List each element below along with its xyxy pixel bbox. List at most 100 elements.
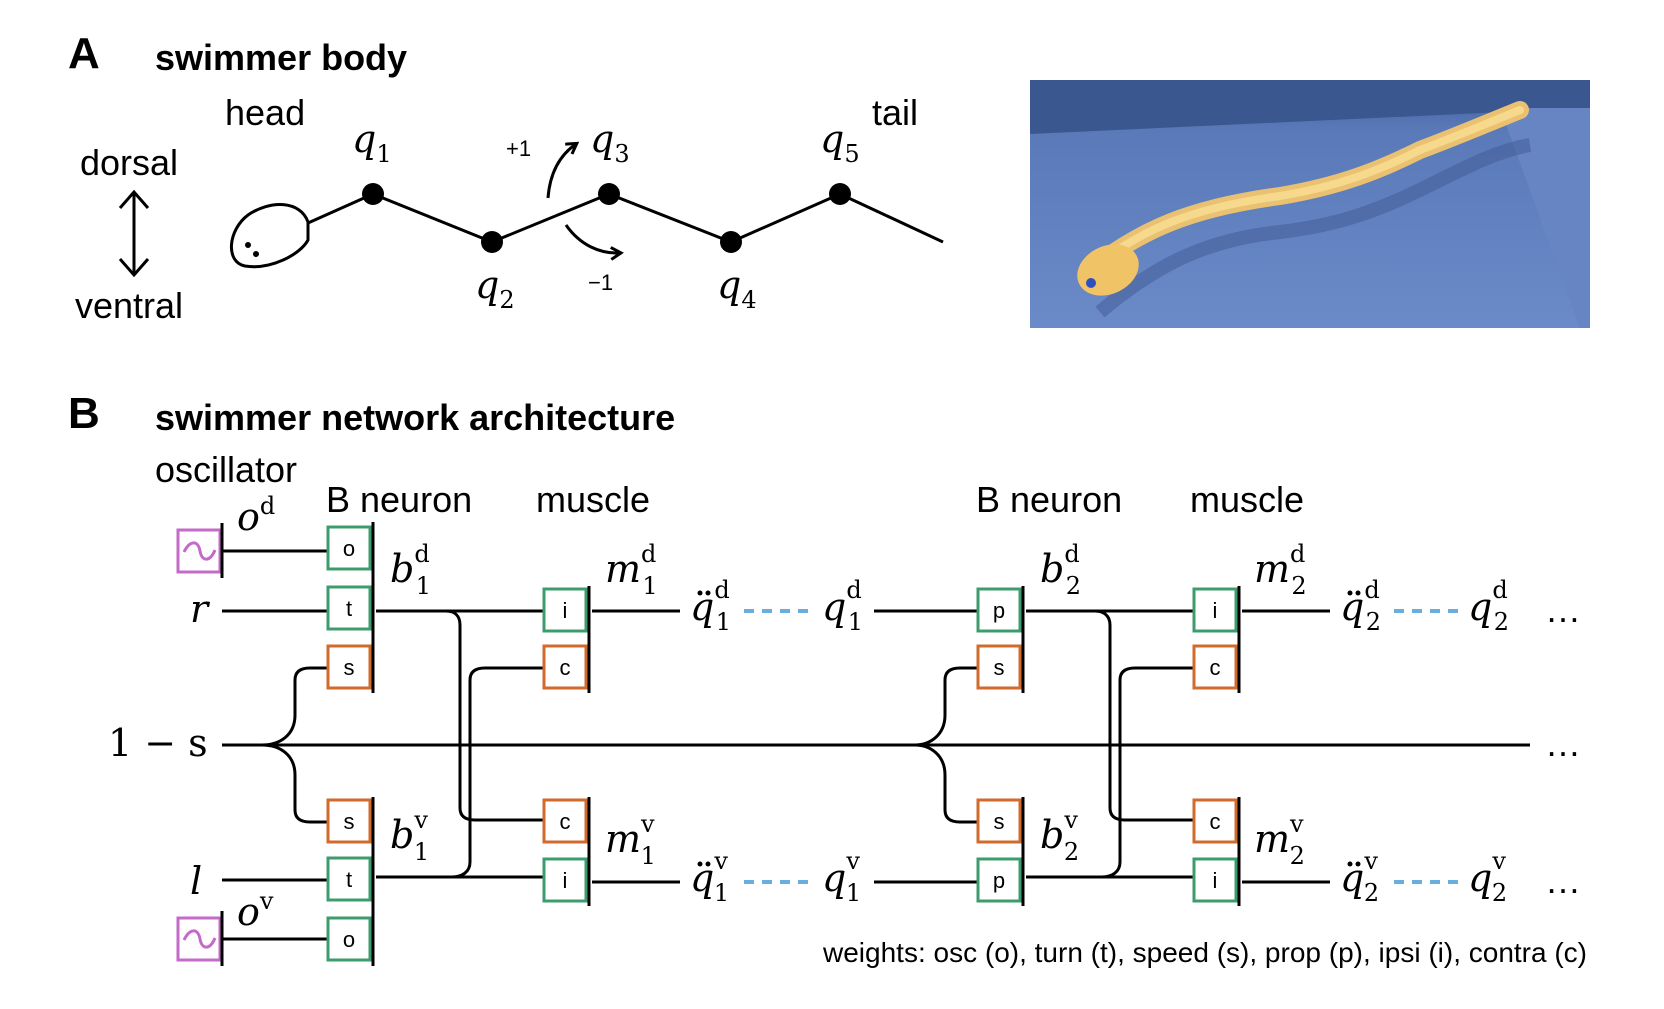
ov-label: ov (237, 887, 274, 934)
svg-text:p: p (993, 598, 1005, 623)
q2-label: q2 (475, 263, 515, 314)
svg-text:i: i (1213, 868, 1218, 893)
dorsal-ventral-arrow-icon (118, 189, 150, 278)
weight-box-p-ventral-2: p (976, 857, 1022, 903)
input-r: r (190, 587, 211, 631)
swimmer-render-image (1030, 80, 1590, 328)
weight-box-i-ventral-2: i (1192, 857, 1238, 903)
ventral-label: ventral (75, 285, 183, 326)
svg-text:i: i (563, 598, 568, 623)
svg-text:p: p (993, 868, 1005, 893)
svg-text:qv2: qv2 (1468, 847, 1507, 907)
weight-box-s-dorsal-2: s (976, 644, 1022, 690)
muscle-label-1: muscle (536, 479, 650, 520)
svg-text:c: c (1210, 655, 1221, 680)
oscillator-label: oscillator (155, 449, 297, 490)
minus-one-label: −1 (588, 270, 613, 295)
input-one-minus-s: 1 − s (108, 721, 208, 765)
panel-a-letter: A (68, 29, 100, 78)
input-l: l (190, 859, 202, 903)
svg-text:o: o (343, 536, 355, 561)
svg-text:s: s (994, 809, 1005, 834)
panel-a-title: swimmer body (155, 37, 407, 78)
weight-box-i-dorsal-1: i (542, 587, 588, 633)
svg-text:i: i (563, 868, 568, 893)
head-label: head (225, 92, 305, 133)
dorsal-label: dorsal (80, 142, 178, 183)
oscillator-dorsal-icon (176, 523, 224, 578)
weight-box-s-ventral-2: s (976, 798, 1022, 844)
svg-text:t: t (346, 867, 352, 892)
joint-q3 (598, 183, 620, 205)
joint-q5 (829, 183, 851, 205)
weight-box-t-ventral-1: t (326, 856, 372, 902)
svg-text:t: t (346, 596, 352, 621)
svg-text:s: s (344, 809, 355, 834)
svg-text:qd1: qd1 (822, 576, 863, 636)
svg-text:qd1: qd1 (690, 576, 731, 636)
joint-q2 (481, 231, 503, 253)
svg-text:c: c (560, 809, 571, 834)
plus-one-label: +1 (506, 136, 531, 161)
wires (222, 549, 1530, 941)
head-icon (229, 203, 310, 269)
oscillator-ventral-icon (176, 911, 224, 966)
q5-label: q5 (820, 117, 860, 168)
weight-box-o-ventral-1: o (326, 916, 372, 962)
ellipsis-dorsal: … (1545, 589, 1581, 630)
joint-q4 (720, 231, 742, 253)
tail-label: tail (872, 92, 918, 133)
weight-box-c-ventral-1: c (542, 798, 588, 844)
q4-label: q4 (717, 263, 757, 314)
panel-b-title: swimmer network architecture (155, 397, 675, 438)
integration-dashes (744, 609, 1461, 884)
muscle-label-2: muscle (1190, 479, 1304, 520)
rotation-up-arrow-icon (546, 144, 576, 199)
svg-text:s: s (344, 655, 355, 680)
svg-text:c: c (1210, 809, 1221, 834)
od-label: od (237, 492, 275, 539)
weight-box-s-dorsal-1: s (326, 644, 372, 690)
svg-text:qv2: qv2 (1340, 847, 1379, 907)
panel-b-letter: B (68, 389, 100, 438)
weight-box-o-dorsal-1: o (326, 525, 372, 571)
svg-text:c: c (560, 655, 571, 680)
svg-text:qd2: qd2 (1340, 576, 1381, 636)
weight-box-i-ventral-1: i (542, 857, 588, 903)
bneuron-label-2: B neuron (976, 479, 1122, 520)
rotation-down-arrow-icon (564, 224, 620, 253)
ellipsis-middle: … (1545, 723, 1581, 764)
svg-text:qd2: qd2 (1468, 576, 1509, 636)
weight-box-s-ventral-1: s (326, 798, 372, 844)
weight-box-p-dorsal-2: p (976, 587, 1022, 633)
weight-box-t-dorsal-1: t (326, 585, 372, 631)
weight-box-c-ventral-2: c (1192, 798, 1238, 844)
svg-text:qv1: qv1 (822, 847, 861, 907)
weight-box-c-dorsal-2: c (1192, 644, 1238, 690)
svg-text:qv1: qv1 (690, 847, 729, 907)
svg-text:i: i (1213, 598, 1218, 623)
joint-q1 (362, 183, 384, 205)
svg-text:o: o (343, 927, 355, 952)
q1-label: q1 (352, 117, 392, 168)
ellipsis-ventral: … (1545, 860, 1581, 901)
weights-legend: weights: osc (o), turn (t), speed (s), p… (822, 937, 1587, 968)
svg-text:s: s (994, 655, 1005, 680)
